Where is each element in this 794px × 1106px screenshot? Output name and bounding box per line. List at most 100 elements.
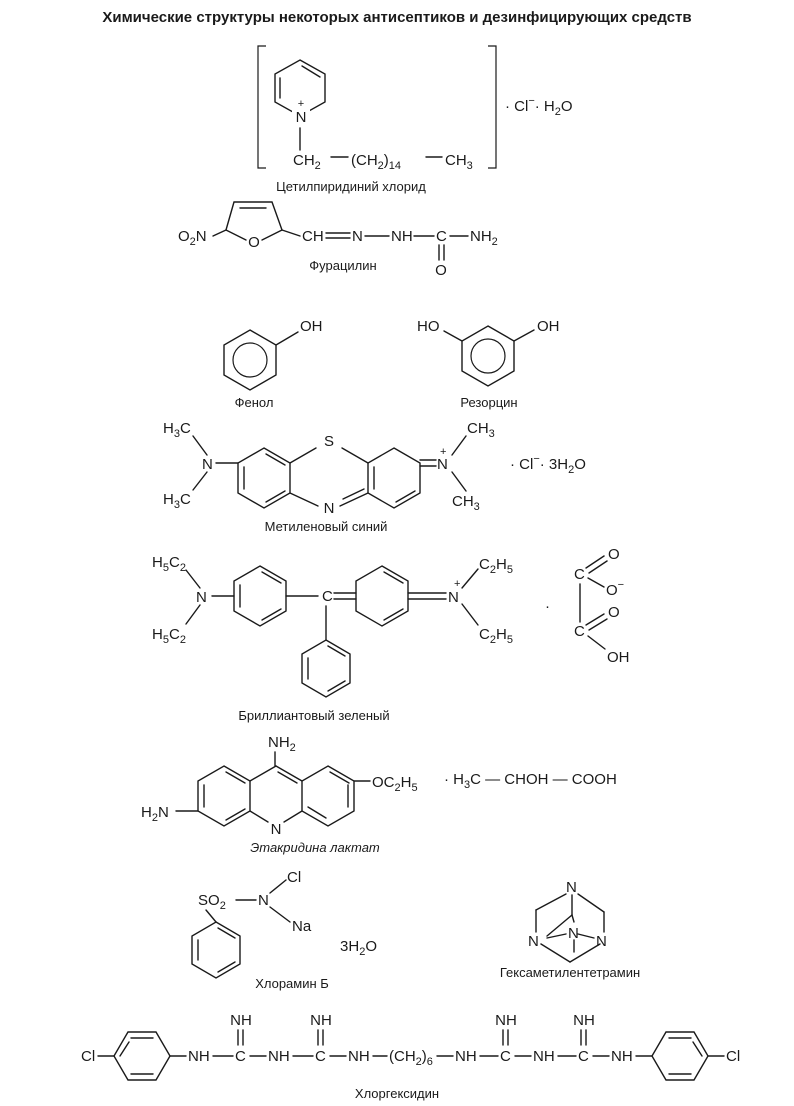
charge-plus: + [298, 98, 304, 110]
nitrogen-back: N [568, 925, 579, 942]
phenol-structure: OH Фенол [223, 318, 323, 410]
imino-nh: NH [495, 1012, 517, 1029]
nh-group: NH [348, 1048, 370, 1065]
charge-plus: + [454, 578, 460, 590]
left-ring [113, 1031, 171, 1081]
methylene-blue-structure: S N N H3C H3C N + CH3 CH3 · Cl−· 3H2O Ме… [163, 420, 586, 534]
ring-double-bond [225, 808, 246, 821]
ch-group: CH [302, 228, 324, 245]
cage-bond [577, 933, 595, 939]
left-ring [197, 765, 251, 827]
nh-group: NH [533, 1048, 555, 1065]
compound-name: Фурацилин [309, 258, 376, 273]
nitro-group: O2N [178, 228, 207, 248]
ring-double-bond [329, 771, 350, 784]
methyl-bottom-right: CH3 [452, 493, 480, 513]
ring-double-bond [395, 490, 416, 503]
nh-group: NH [611, 1048, 633, 1065]
ch2-group: CH2 [293, 152, 321, 172]
ethyl-bottom-left: H5C2 [152, 626, 186, 646]
guanidine-c: C [315, 1048, 326, 1065]
chloramine-b-structure: SO2 N Cl Na 3H2O Хлорамин Б [191, 869, 377, 991]
sodium: Na [292, 918, 312, 935]
carbonyl-o-top: O [608, 546, 620, 563]
resorcinol-structure: HO OH Резорцин [417, 318, 560, 410]
charge-plus: + [440, 446, 446, 458]
ring-ch-bond [281, 229, 301, 237]
ring-double-bond [383, 571, 404, 584]
co-double [588, 560, 608, 574]
chlorhexidine-structure: Cl NH C NH NH C NH NH (CH2)6 NH C NH NH … [81, 1012, 740, 1101]
aromatic-circle [232, 342, 268, 378]
salt-dot: · [545, 598, 550, 615]
ring-double-bond [265, 453, 286, 466]
left-ring [237, 447, 291, 509]
chlorine-right: Cl [726, 1048, 740, 1065]
quinoid-ring [355, 565, 409, 627]
n-ethyl-bond [461, 568, 479, 589]
c-oh-bond [587, 635, 606, 650]
nh-group: NH [188, 1048, 210, 1065]
cage-bond [546, 933, 567, 939]
benzene-ring [461, 325, 515, 387]
iminium-n: N [448, 589, 459, 606]
carboxyl-c-bottom: C [574, 623, 585, 640]
ring-double-bond [261, 571, 282, 584]
water-of-hydration: 3H2O [340, 938, 377, 958]
hydroxyl-right: OH [537, 318, 560, 335]
ring-double-bond [225, 771, 246, 784]
ring-double-bond [327, 680, 346, 692]
benzene-ring [223, 329, 277, 391]
ring-double-bond [692, 1041, 703, 1057]
c-o-bond [587, 577, 605, 588]
ch3-group: CH3 [445, 152, 473, 172]
compound-name: Бриллиантовый зеленый [238, 708, 389, 723]
cage-bond [535, 893, 567, 911]
cage-bond [571, 914, 575, 923]
n-ethyl-bond [185, 604, 201, 625]
bracket-right [488, 45, 497, 169]
cetylpyridinium-structure: N + CH2 (CH2)14 CH3 · Cl−· H2O Цетилпири… [257, 45, 573, 194]
right-ring [651, 1031, 709, 1081]
ethyl-top-right: C2H5 [479, 556, 513, 576]
n-ethyl-bond [185, 569, 201, 589]
compound-name: Цетилпиридиний хлорид [276, 179, 426, 194]
hydroxyl-left: HO [417, 318, 440, 335]
page-title: Химические структуры некоторых антисепти… [102, 9, 691, 26]
ch2-chain: (CH2)14 [351, 152, 401, 172]
guanidine-c: C [500, 1048, 511, 1065]
nh-group: NH [455, 1048, 477, 1065]
c-oh-bond [513, 329, 535, 342]
chlorine-left: Cl [81, 1048, 95, 1065]
nitrogen-right: N [596, 933, 607, 950]
ring-nitrogen: N [324, 500, 335, 517]
compound-name: Гексаметилентетрамин [500, 965, 640, 980]
iminium-n: N [437, 456, 448, 473]
nitrogen-top: N [566, 879, 577, 896]
methyl-top: H3C [163, 420, 191, 440]
compound-name: Метиленовый синий [265, 519, 388, 534]
n-ch3-bond [192, 435, 208, 456]
cage-bond [540, 943, 571, 963]
pyridine-double-bond [301, 65, 321, 78]
middle-ring-bond [283, 810, 303, 823]
middle-ring-bond [289, 447, 317, 464]
co-double [585, 613, 605, 626]
left-ring [233, 565, 287, 627]
furan-o-bond [261, 229, 283, 241]
s-ring-bond [205, 909, 217, 923]
methyl-bottom: H3C [163, 491, 191, 511]
n-ch3-bond [451, 471, 467, 492]
ring-double-bond [217, 927, 236, 939]
ethyl-bottom-right: C2H5 [479, 626, 513, 646]
nh-group: NH [391, 228, 413, 245]
ring-double-bond [265, 490, 286, 503]
amino-top: NH2 [268, 734, 296, 754]
imine-n: N [352, 228, 363, 245]
nitro-bond [212, 229, 227, 237]
methyl-top-right: CH3 [467, 420, 495, 440]
ethyl-top-left: H5C2 [152, 554, 186, 574]
ring-nitrogen: N [271, 821, 282, 838]
furan-ring [225, 201, 283, 231]
compound-name: Резорцин [460, 395, 517, 410]
